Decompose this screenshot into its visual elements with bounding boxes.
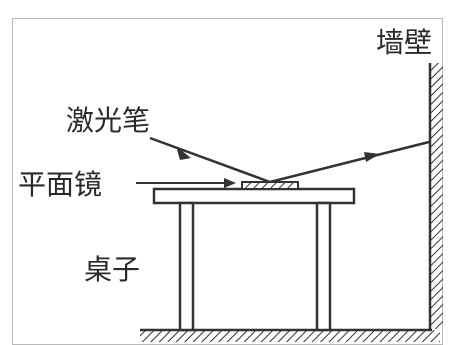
wall-hatching bbox=[431, 63, 443, 329]
table-top bbox=[152, 187, 356, 205]
reflected-ray bbox=[269, 140, 430, 184]
floor bbox=[140, 328, 440, 342]
incident-ray bbox=[149, 136, 271, 184]
laser-pen-label: 激光笔 bbox=[66, 104, 150, 137]
table-leg-right bbox=[315, 201, 332, 332]
wall bbox=[428, 63, 443, 330]
plane-mirror bbox=[241, 181, 299, 190]
wall-label: 墙壁 bbox=[376, 26, 432, 59]
reflected-ray-arrowhead bbox=[364, 152, 380, 162]
incident-ray-arrowhead bbox=[176, 146, 191, 160]
table bbox=[152, 187, 356, 332]
mirror-pointer-arrowhead bbox=[224, 178, 236, 188]
mirror-hatching bbox=[244, 183, 296, 188]
floor-hatching bbox=[140, 330, 440, 342]
table-leg-left bbox=[178, 201, 195, 332]
laser-rays bbox=[149, 136, 430, 184]
mirror-label: 平面镜 bbox=[18, 168, 102, 201]
table-label: 桌子 bbox=[84, 253, 140, 286]
